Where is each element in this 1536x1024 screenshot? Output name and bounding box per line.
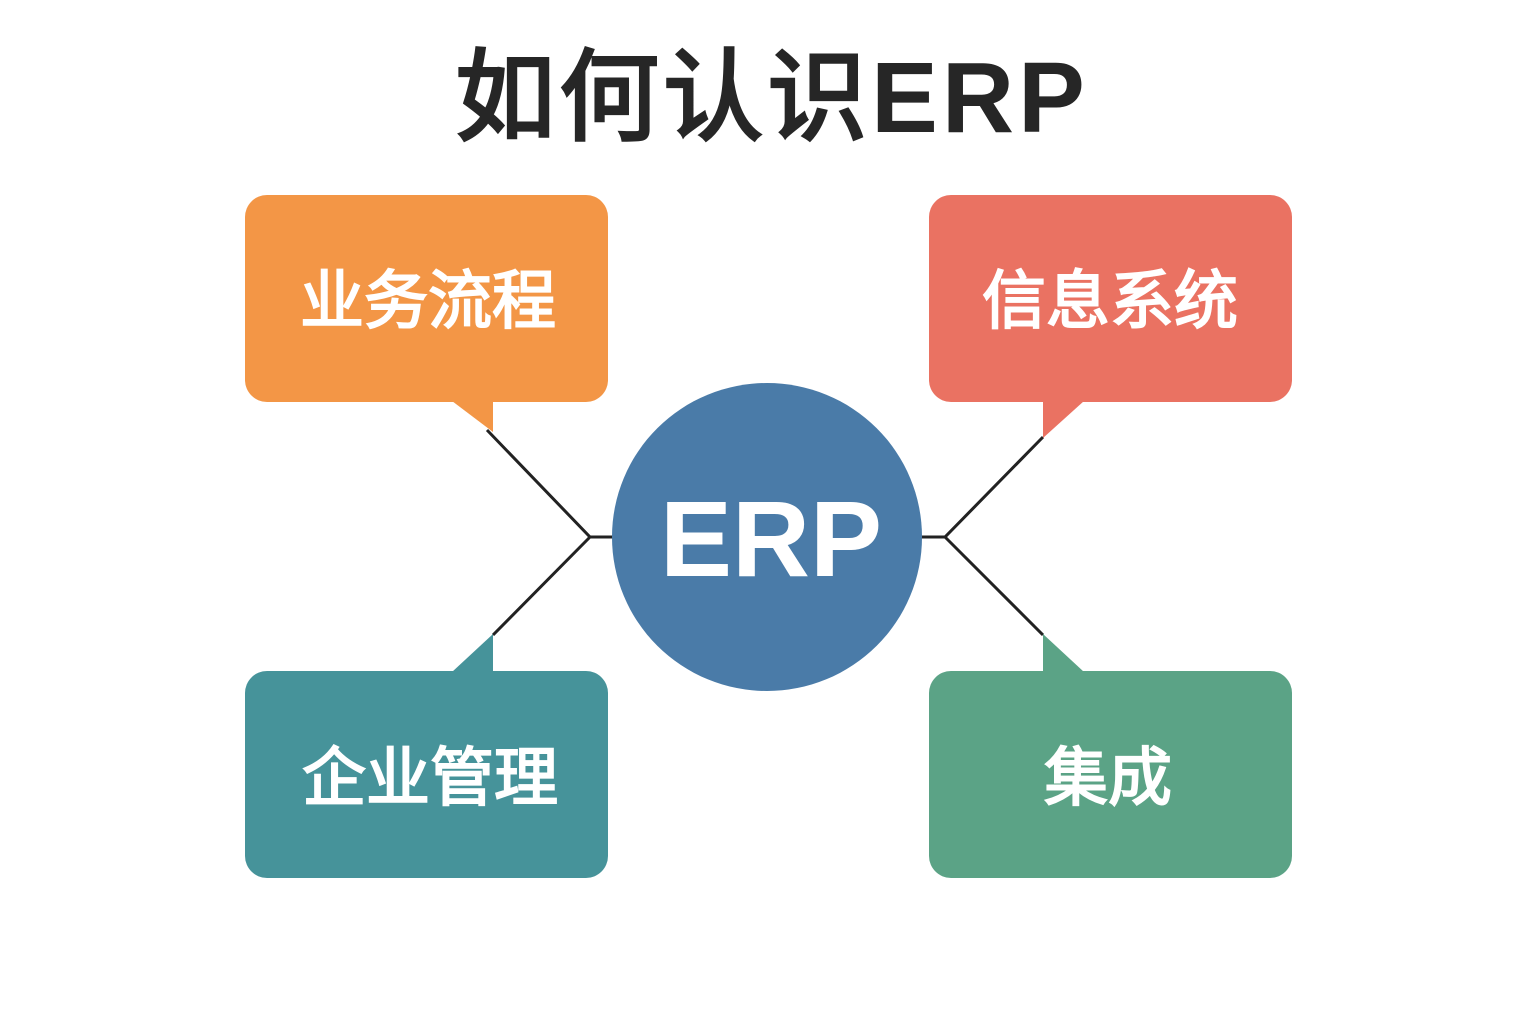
node-label: 业务流程 xyxy=(300,265,556,337)
node-box xyxy=(245,195,608,402)
node-box xyxy=(929,671,1292,878)
node-business-process: 业务流程 xyxy=(245,195,608,432)
connector-bottom-right xyxy=(943,535,1045,637)
node-information-system: 信息系统 xyxy=(929,195,1292,438)
connector-bottom-left xyxy=(491,535,592,637)
connectors xyxy=(485,428,1045,637)
node-label: 信息系统 xyxy=(982,265,1238,337)
node-box xyxy=(245,671,608,878)
diagram-title: 如何认识ERP xyxy=(455,42,1089,154)
node-pointer xyxy=(1043,634,1084,672)
node-label: 企业管理 xyxy=(302,742,558,814)
center-label: ERP xyxy=(660,478,882,599)
node-integration: 集成 xyxy=(929,634,1292,878)
node-box xyxy=(929,195,1292,402)
node-label: 集成 xyxy=(1043,742,1172,814)
connector-top-right xyxy=(921,435,1045,539)
center-circle xyxy=(612,383,922,691)
node-pointer xyxy=(452,634,493,672)
center-node: ERP xyxy=(612,383,922,691)
node-enterprise-management: 企业管理 xyxy=(245,634,608,878)
node-pointer xyxy=(1043,401,1084,438)
connector-top-left xyxy=(485,428,614,539)
node-pointer xyxy=(452,401,493,432)
